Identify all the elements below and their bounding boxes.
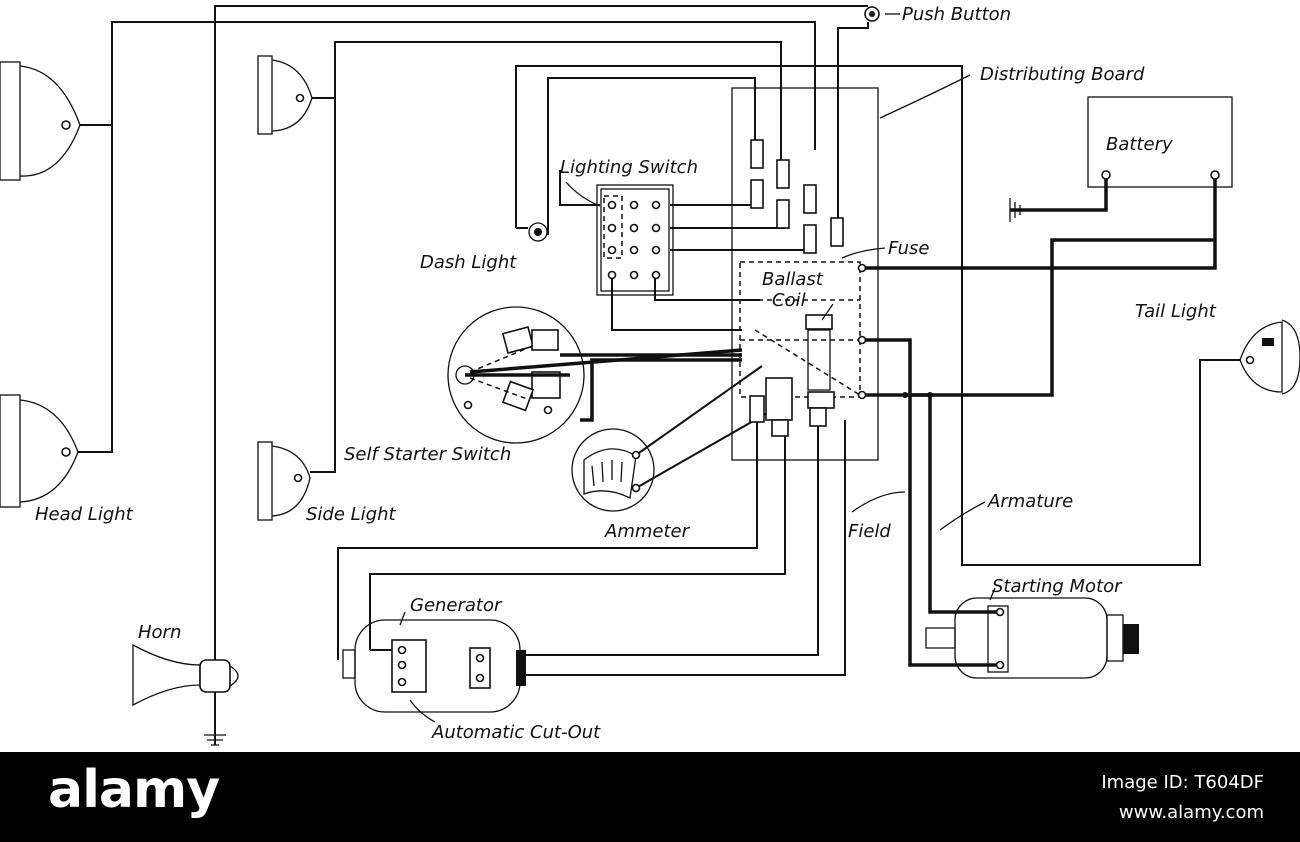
ammeter-symbol [571,428,655,512]
label-battery: Battery [1106,134,1173,155]
label-horn: Horn [138,622,181,643]
leader-arrows [399,13,996,723]
label-generator: Generator [410,595,503,616]
label-starting-motor: Starting Motor [992,576,1123,597]
image-credit: Image ID: T604DF www.alamy.com [1101,768,1264,828]
label-lighting-switch: Lighting Switch [560,157,698,178]
starting-motor-symbol [925,597,1139,679]
generator-symbol [342,619,526,713]
label-distributing-board: Distributing Board [980,64,1145,85]
site-url: www.alamy.com [1118,802,1264,823]
label-tail-light: Tail Light [1135,301,1217,322]
label-head-light: Head Light [35,504,134,525]
label-ammeter: Ammeter [604,521,691,542]
labels: Push Button Distributing Board Battery L… [35,4,1217,743]
side-light-top [257,55,313,135]
label-field: Field [848,521,891,542]
head-light-top [0,61,81,181]
label-self-starter-switch: Self Starter Switch [344,444,511,465]
dash-light-symbol [516,222,548,242]
watermark-footer: alamy Image ID: T604DF www.alamy.com [0,752,1300,842]
self-starter-switch-symbol [447,306,585,444]
label-dash-light: Dash Light [420,252,517,273]
label-push-button: Push Button [902,4,1011,25]
label-side-light: Side Light [306,504,397,525]
lighting-switch [596,184,674,296]
label-fuse: Fuse [888,238,929,259]
horn-symbol [132,643,239,746]
label-armature: Armature [987,491,1073,512]
image-id: Image ID: T604DF [1101,772,1264,793]
tail-light-symbol [1239,319,1300,395]
push-button-symbol [864,6,880,22]
distributing-board [731,87,933,461]
head-light-bottom [0,394,79,508]
wiring-diagram: Push Button Distributing Board Battery L… [0,4,1300,746]
alamy-logo: alamy [48,760,220,820]
battery-symbol [1009,96,1233,222]
label-coil: Coil [772,290,806,311]
label-automatic-cut-out: Automatic Cut-Out [431,722,601,743]
wiring [78,5,1240,745]
label-ballast: Ballast [762,269,824,290]
side-light-bottom [257,441,311,521]
